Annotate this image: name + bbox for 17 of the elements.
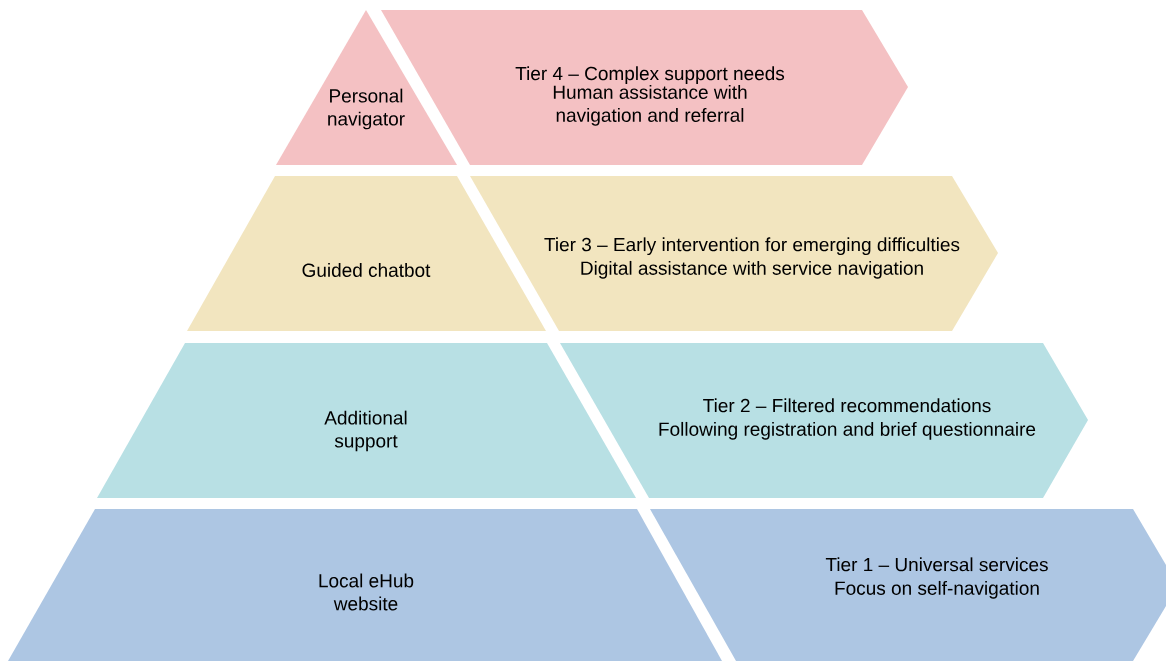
node-label: Following registration and brief questionnaire [659,421,1036,440]
trapezoid-band: Local eHub website [8,509,722,661]
node-label: Digital assistance with service navigation [581,260,923,279]
node-label: Tier 3 – Early intervention for emerging difficulties [544,237,960,256]
trapezoid-band: Additional support [97,343,636,498]
node-label: Local eHub website [319,573,414,611]
node-label: Tier 4 – Complex support needs [515,66,785,84]
node-label: Focus on self-navigation [835,580,1039,599]
triangle-band: Personal navigator [276,10,457,165]
node-label: Additional support [324,410,407,452]
chevron-band: Tier 3 – Early intervention for emerging difficulties Digital assistance with service navigation [470,176,998,331]
node-label: Human assistance with navigation and referral [553,84,747,126]
chevron-band: Tier 1 – Universal services Focus on self-navigation [650,509,1166,661]
node-label: Tier 2 – Filtered recommendations [703,398,991,413]
node-label: Tier 1 – Universal services [825,557,1048,572]
chevron-band: Tier 2 – Filtered recommendations Following registration and brief questionnaire [560,343,1088,498]
node-label: Guided chatbot [302,263,431,277]
